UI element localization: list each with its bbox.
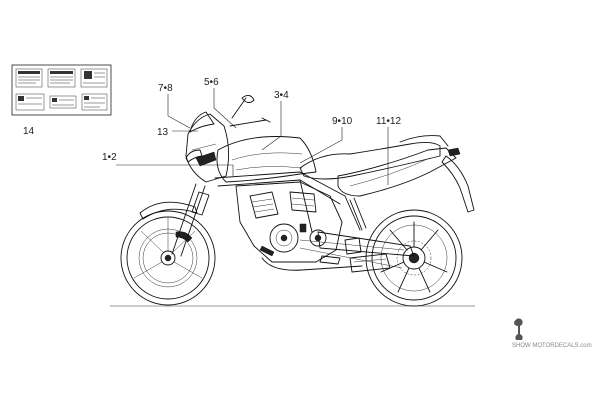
callout-13: 13	[157, 127, 169, 138]
label-sticker	[80, 68, 108, 88]
leader-lines	[116, 88, 389, 185]
tail-light	[447, 147, 461, 157]
exhaust	[261, 253, 391, 273]
tail-section	[337, 147, 457, 197]
front-fork	[171, 183, 210, 257]
frame	[214, 171, 361, 233]
seat	[299, 141, 441, 180]
swingarm	[299, 231, 415, 269]
callout-9-10: 9•10	[332, 116, 353, 127]
front-wheel	[120, 210, 216, 306]
label-sticker	[49, 95, 77, 109]
motorcycle-drawing	[110, 95, 475, 307]
fuel-tank	[216, 136, 317, 183]
label-sticker	[15, 93, 45, 111]
label-sheet	[11, 64, 112, 116]
callout-1-2: 1•2	[102, 152, 117, 163]
watermark: SHOW MOTORDECALS.com	[512, 318, 592, 349]
label-sticker	[47, 68, 76, 88]
mirror	[231, 95, 255, 119]
handlebar	[229, 117, 271, 127]
watermark-text: SHOW MOTORDECALS.com	[512, 343, 592, 349]
footrest	[319, 255, 341, 265]
windscreen	[189, 111, 215, 133]
front-fairing	[185, 113, 229, 183]
rear-wheel	[365, 209, 463, 307]
label-sticker	[81, 93, 108, 111]
callout-5-6: 5•6	[204, 77, 219, 88]
engine	[235, 181, 343, 263]
callout-14: 14	[23, 126, 35, 137]
callout-3-4: 3•4	[274, 90, 289, 101]
label-sticker	[15, 68, 43, 88]
headlight	[185, 149, 203, 163]
brand-logo-icon	[514, 318, 523, 340]
rear-shock	[349, 197, 367, 231]
rear-mudguard	[441, 155, 475, 213]
callout-7-8: 7•8	[158, 83, 173, 94]
front-mudguard	[139, 201, 198, 220]
grab-rail	[399, 135, 449, 147]
callout-11-12: 11•12	[376, 116, 401, 127]
